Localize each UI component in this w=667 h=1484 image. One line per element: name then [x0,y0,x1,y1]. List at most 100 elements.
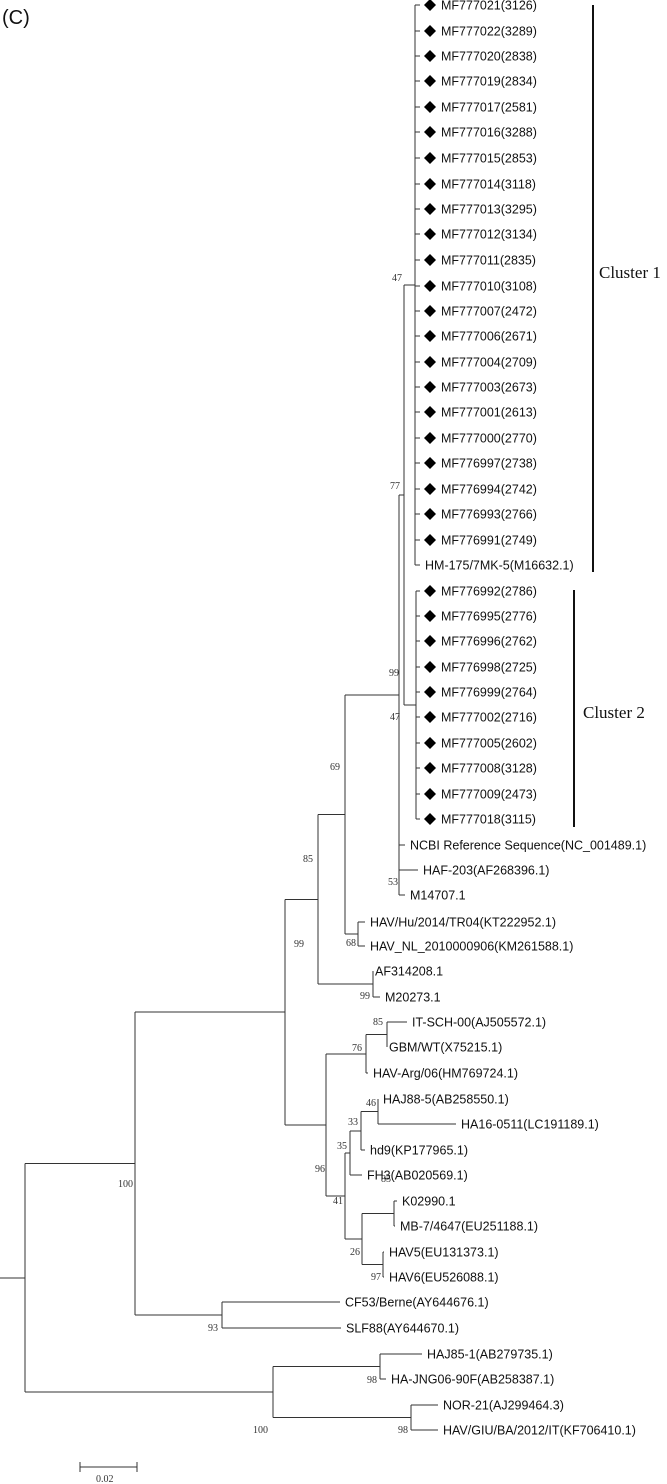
bootstrap-value: 68 [346,938,356,949]
leaf-label: HAF-203(AF268396.1) [423,864,549,878]
leaf-label: GBM/WT(X75215.1) [389,1041,502,1055]
leaf-label: HAV5(EU131373.1) [389,1246,499,1260]
bootstrap-value: 85 [373,1017,383,1028]
bootstrap-value: 97 [371,1272,381,1283]
bootstrap-value: 99 [360,991,370,1002]
diamond-marker-icon [424,508,436,520]
diamond-marker-icon [424,457,436,469]
leaf-label: FH3(AB020569.1) [367,1169,468,1183]
leaf-label: M14707.1 [410,889,466,903]
diamond-marker-icon [424,610,436,622]
leaf-label: MF777022(3289) [441,25,537,39]
bootstrap-values: 4777994753696885999985764633359641852697… [118,273,408,1436]
cluster-1-label: Cluster 1 [599,263,661,282]
bootstrap-value: 85 [381,1174,391,1185]
leaf-label: HA16-0511(LC191189.1) [461,1118,599,1132]
leaf-label: HAV6(EU526088.1) [389,1271,499,1285]
bootstrap-value: 69 [330,762,340,773]
diamond-marker-icon [424,0,436,11]
bootstrap-value: 99 [294,939,304,950]
leaf-label: NCBI Reference Sequence(NC_001489.1) [410,839,646,853]
leaf-label: MF777018(3115) [441,813,536,827]
diamond-marker-icon [424,661,436,673]
leaf-label: MF776995(2776) [441,610,537,624]
leaf-label: HM-175/7MK-5(M16632.1) [425,559,574,573]
leaf-label: HAV/GIU/BA/2012/IT(KF706410.1) [443,1424,636,1438]
leaf-label: SLF88(AY644670.1) [346,1322,459,1336]
leaf-label: MF777008(3128) [441,762,537,776]
leaf-label: MB-7/4647(EU251188.1) [400,1220,538,1234]
leaf-label: MF777005(2602) [441,737,537,751]
leaf-label: MF777000(2770) [441,432,537,446]
bootstrap-value: 47 [392,273,402,284]
bootstrap-value: 26 [350,1247,360,1258]
diamond-marker-icon [424,711,436,723]
leaf-label: MF776994(2742) [441,483,537,497]
leaf-label: MF777021(3126) [441,0,537,13]
leaf-label: M20273.1 [385,991,441,1005]
bootstrap-value: 47 [390,712,400,723]
leaf-label: AF314208.1 [375,965,443,979]
leaf-label: MF777019(2834) [441,75,537,89]
diamond-marker-icon [424,280,436,292]
bootstrap-value: 93 [208,1323,218,1334]
leaf-label: MF776991(2749) [441,534,537,548]
bootstrap-value: 41 [333,1196,343,1207]
diamond-marker-icon [424,152,436,164]
leaf-label: MF777015(2853) [441,152,537,166]
diamond-marker-icon [424,432,436,444]
leaf-label: MF776992(2786) [441,585,537,599]
leaf-label: MF777002(2716) [441,711,537,725]
leaf-label: HA-JNG06-90F(AB258387.1) [391,1373,554,1387]
leaf-label: MF777013(3295) [441,203,537,217]
leaf-label: MF776997(2738) [441,457,537,471]
leaf-label: MF777006(2671) [441,330,537,344]
diamond-marker-icon [424,254,436,266]
leaf-label: IT-SCH-00(AJ505572.1) [412,1016,546,1030]
tree-branches [0,4,456,1431]
diamond-marker-icon [424,406,436,418]
bootstrap-value: 77 [390,481,400,492]
diamond-marker-icon [424,381,436,393]
leaf-label: HAJ85-1(AB279735.1) [427,1348,553,1362]
leaf-label: NOR-21(AJ299464.3) [443,1399,564,1413]
leaf-label: MF777011(2835) [441,254,536,268]
leaf-label: MF777017(2581) [441,101,537,115]
bootstrap-value: 96 [315,1164,325,1175]
diamond-marker-icon [424,126,436,138]
leaf-label: HAV_NL_2010000906(KM261588.1) [370,940,573,954]
diamond-marker-icon [424,50,436,62]
bootstrap-value: 85 [303,854,313,865]
diamond-marker-icon [424,686,436,698]
bootstrap-value: 98 [398,1425,408,1436]
diamond-marker-icon [424,228,436,240]
leaf-label: MF777010(3108) [441,280,537,294]
leaf-label: MF776993(2766) [441,508,537,522]
diamond-marker-icon [424,585,436,597]
diamond-marker-icon [424,305,436,317]
diamond-marker-icon [424,330,436,342]
bootstrap-value: 35 [337,1141,347,1152]
leaf-label: MF777004(2709) [441,356,537,370]
leaf-label: HAV/Hu/2014/TR04(KT222952.1) [370,916,556,930]
bootstrap-value: 53 [388,877,398,888]
bootstrap-value: 98 [367,1375,377,1386]
diamond-marker-icon [424,635,436,647]
diamond-marker-icon [424,25,436,37]
leaf-label: MF777014(3118) [441,178,536,192]
leaf-label: K02990.1 [402,1195,456,1209]
diamond-marker-icon [424,483,436,495]
cluster-2-label: Cluster 2 [583,703,645,722]
diamond-marker-icon [424,813,436,825]
leaf-label: MF777003(2673) [441,381,537,395]
leaf-label: HAV-Arg/06(HM769724.1) [373,1067,518,1081]
leaf-label: HAJ88-5(AB258550.1) [383,1093,509,1107]
leaf-label: MF776996(2762) [441,635,537,649]
leaf-label: MF776999(2764) [441,686,537,700]
leaf-label: MF777012(3134) [441,228,537,242]
diamond-marker-icon [424,356,436,368]
diamond-marker-icon [424,203,436,215]
diamond-marker-icon [424,101,436,113]
diamond-marker-icon [424,762,436,774]
